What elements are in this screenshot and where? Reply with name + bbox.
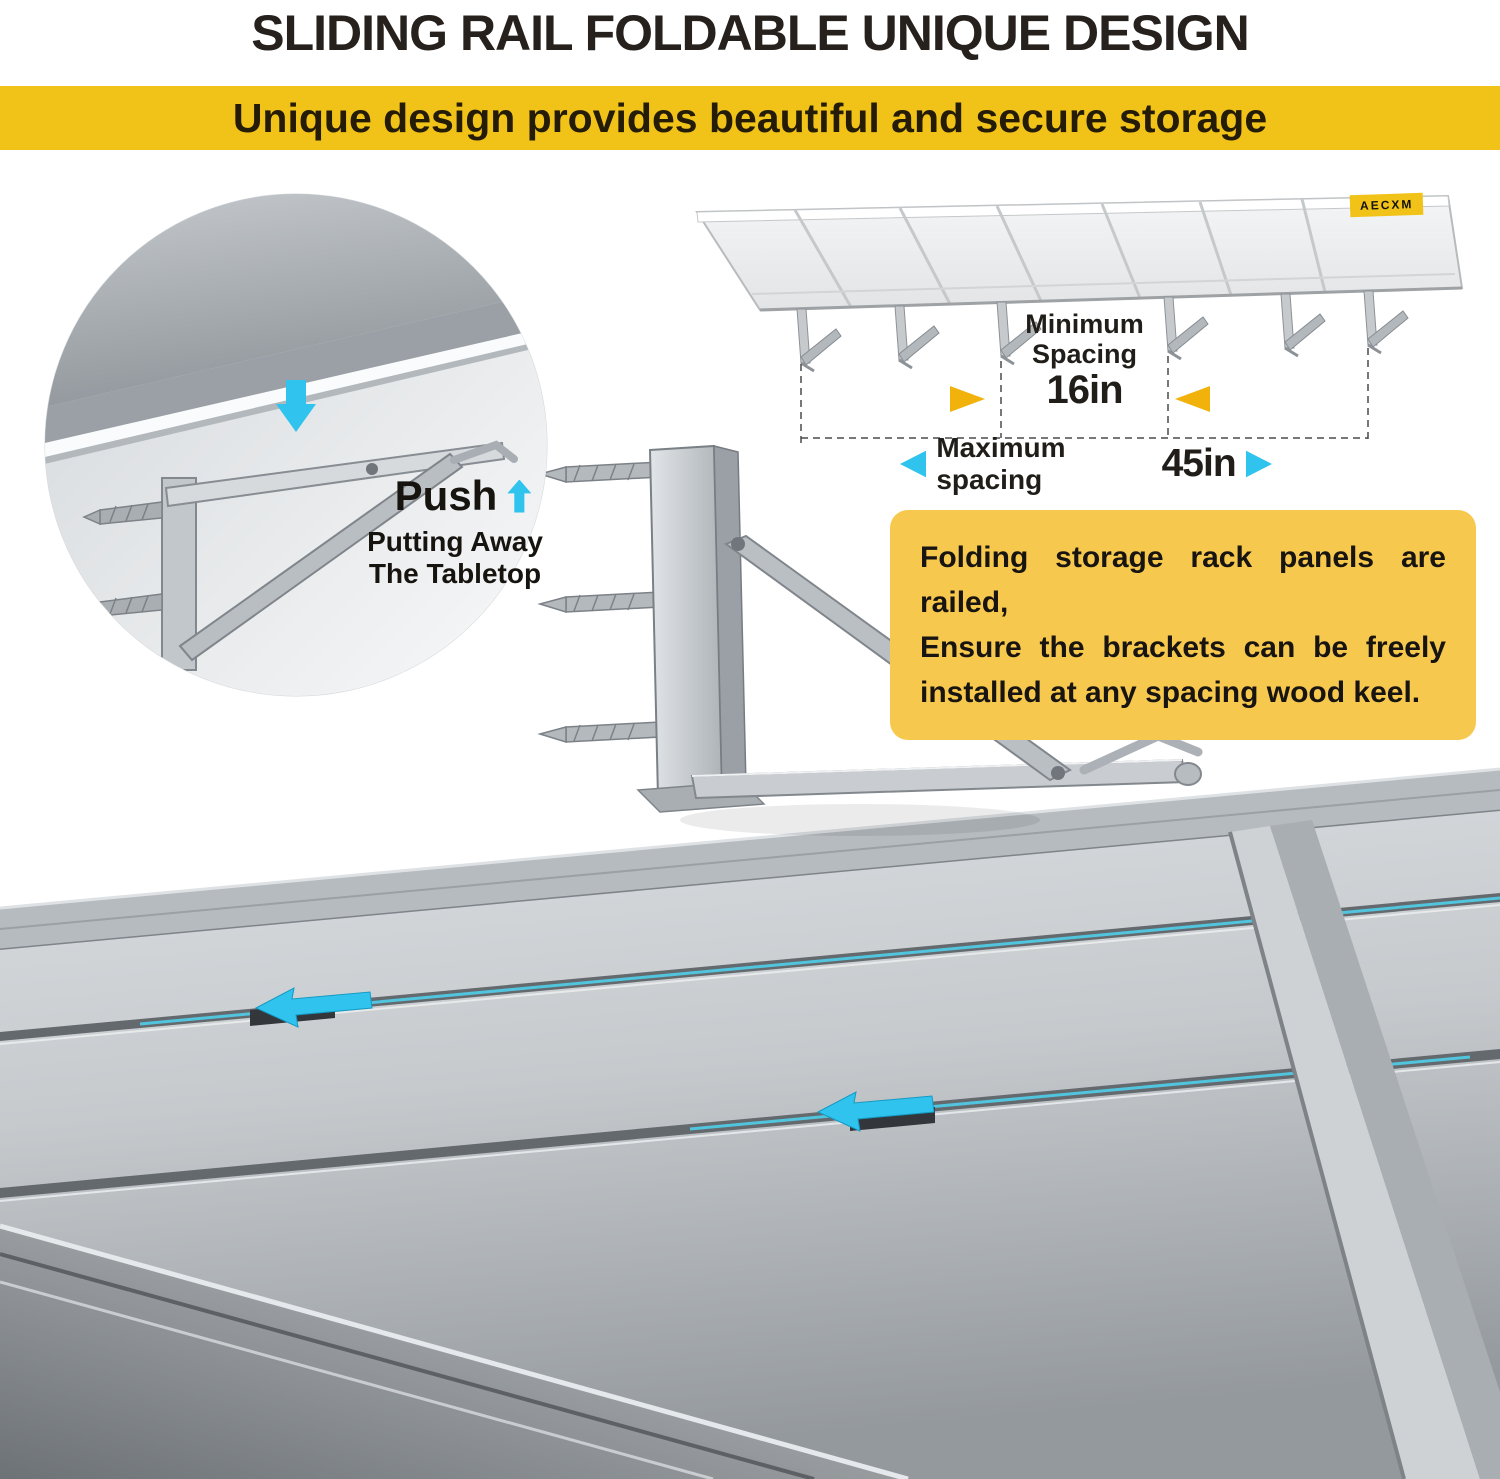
- pivot-bolt: [1051, 766, 1065, 780]
- subtitle-banner: Unique design provides beautiful and sec…: [0, 86, 1500, 150]
- push-callout: Push: [358, 472, 568, 520]
- push-label: Push: [394, 472, 498, 519]
- callout-box: Folding storage rack panels are railed, …: [890, 510, 1476, 740]
- table-front-lip: [0, 1223, 909, 1479]
- min-spacing-label: Minimum Spacing: [1007, 309, 1162, 369]
- folded-brackets: [796, 290, 1409, 373]
- min-spacing-label-line: Minimum: [1025, 309, 1144, 339]
- callout-line: Ensure the brackets can be freely: [920, 631, 1446, 664]
- yellow-arrow-right-icon: [950, 386, 985, 412]
- min-spacing-label-line: Spacing: [1031, 339, 1138, 370]
- main-product-graphic: [0, 444, 1500, 1479]
- push-caption: Putting Away The Tabletop: [330, 526, 580, 590]
- inset-bracket: [82, 440, 518, 671]
- down-arrow-icon: [276, 380, 316, 432]
- page-title: SLIDING RAIL FOLDABLE UNIQUE DESIGN: [251, 5, 1249, 61]
- cyan-arrow-left-icon: [900, 450, 927, 478]
- brand-badge: AECXM: [1349, 192, 1424, 218]
- pivot-bolt: [731, 537, 745, 551]
- measurement-lines: [800, 348, 1369, 444]
- inset-circle-graphic: [44, 193, 548, 697]
- bracket-arm: [690, 758, 1188, 800]
- slide-arrow-icon: [254, 987, 373, 1028]
- push-caption-line: The Tabletop: [368, 558, 542, 590]
- slide-arrow-icon: [816, 1091, 935, 1132]
- callout-line: installed at any spacing wood keel.: [920, 676, 1421, 709]
- push-caption-line: Putting Away: [367, 526, 543, 557]
- up-arrow-icon: [507, 479, 532, 513]
- cyan-arrow-right-icon: [1245, 450, 1273, 478]
- callout-line: Folding storage rack panels are railed,: [920, 541, 1446, 619]
- bracket-plate: [648, 444, 724, 800]
- max-spacing-row: Maximum spacing 45in: [900, 432, 1273, 495]
- table-underside-panel: [45, 194, 547, 410]
- table-right-edge: [1228, 820, 1500, 1479]
- shelf-spacing-diagram: [695, 194, 1464, 444]
- yellow-arrow-left-icon: [1175, 386, 1210, 412]
- max-spacing-label: Maximum spacing: [936, 432, 1066, 495]
- tabletop-surface: [0, 811, 1500, 1479]
- folded-shelf-panel: [695, 194, 1464, 312]
- min-spacing-value: 16in: [1046, 368, 1123, 412]
- arm-end-cap: [1174, 762, 1202, 786]
- max-spacing-value: 45in: [1161, 442, 1237, 485]
- subtitle-banner-text: Unique design provides beautiful and sec…: [232, 94, 1268, 141]
